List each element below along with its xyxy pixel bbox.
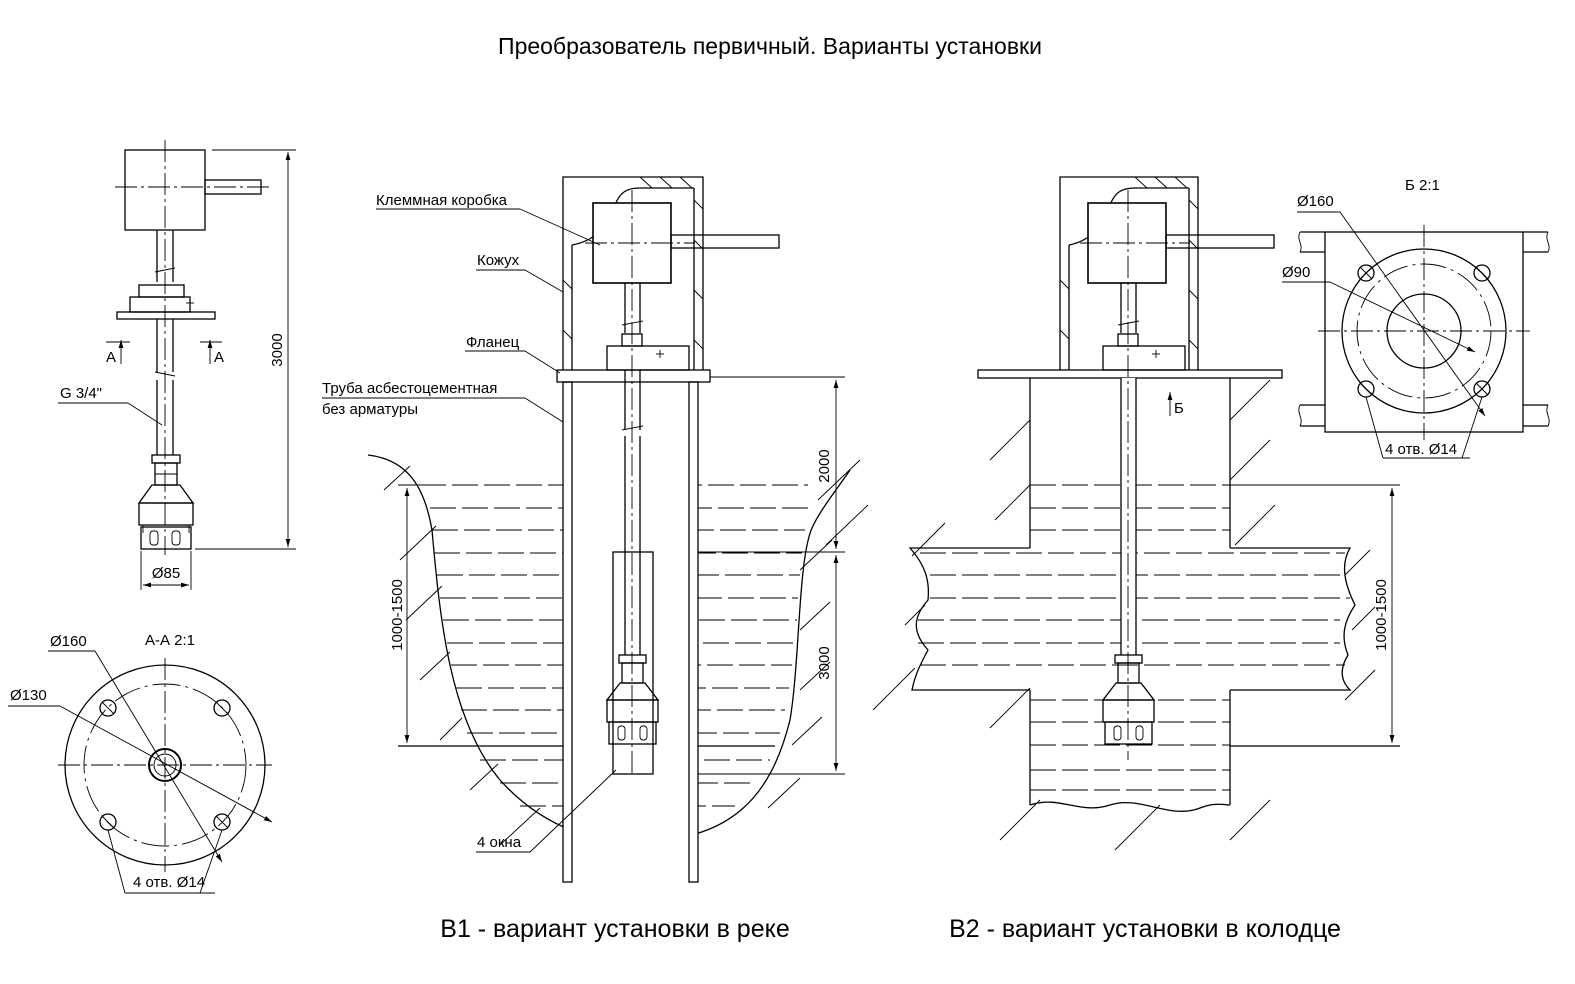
pipe-circle: [148, 748, 182, 782]
variant1-river-view: Клеммная коробка Кожух Фланец Труба асбе…: [322, 176, 869, 883]
section-aa-bolt-dim: Ø130: [10, 687, 47, 704]
v1-label-windows: 4 окна: [477, 834, 522, 851]
detail-b-right-beam: [1523, 231, 1548, 427]
detail-b-left-beam: [1300, 231, 1325, 427]
section-mark-left: А: [106, 349, 116, 366]
sensor-height-dim: 3000: [269, 333, 286, 366]
v1-depth-dim: 1000-1500: [389, 579, 406, 651]
v1-label-casing: Кожух: [477, 252, 520, 269]
v2-ground-hatching: [872, 379, 1376, 851]
v1-upper-dim: 2000: [816, 449, 833, 482]
detail-b-inner-dim: Ø90: [1282, 264, 1310, 281]
section-aa-title: А-А 2:1: [145, 632, 195, 649]
v1-label-terminal-box: Клеммная коробка: [376, 192, 508, 209]
detail-b-outer-dim: Ø160: [1297, 193, 1334, 210]
v1-casing-outer: [562, 176, 704, 370]
section-mark-right: А: [214, 349, 224, 366]
v2-depth-dim: 1000-1500: [1373, 579, 1390, 651]
detail-b-holes-label: 4 отв. Ø14: [1385, 441, 1457, 458]
v2-cover-plate: [977, 369, 1283, 379]
sensor-head-bottom: [140, 526, 192, 550]
variant1-caption: В1 - вариант установки в реке: [440, 915, 789, 943]
v1-label-pipe-line1: Труба асбестоцементная: [322, 380, 497, 397]
section-aa-view: А-А 2:1 Ø160 Ø130 4 отв. Ø14: [8, 632, 273, 894]
variant2-well-view: Б 1000-1500: [872, 176, 1400, 851]
v2-view-mark: Б: [1174, 400, 1184, 417]
v2-well-bottom: [1029, 801, 1231, 812]
detail-b-view: Б 2:1 Ø160 Ø90 4 отв. Ø14: [1282, 177, 1550, 459]
variant2-caption: В2 - вариант установки в колодце: [949, 915, 1341, 943]
v2-cable: [1165, 234, 1275, 249]
v1-lower-dim: 3000: [816, 646, 833, 679]
v2-horizontal-channel-left: [908, 547, 1030, 691]
thread-label: G 3/4": [60, 385, 102, 402]
v2-sensor-head: [1102, 699, 1155, 723]
v1-pipe-window: [612, 551, 654, 775]
v1-label-flange: Фланец: [466, 334, 520, 351]
section-aa-outer-dim: Ø160: [50, 633, 87, 650]
v1-flange-plate: [556, 369, 711, 383]
v2-horizontal-channel-right: [1230, 547, 1356, 691]
sensor-flange: [116, 311, 216, 320]
detail-b-title: Б 2:1: [1405, 177, 1440, 194]
v1-label-pipe-line2: без арматуры: [322, 401, 418, 418]
sensor-side-view: А А G 3/4" 3000 Ø85: [58, 140, 296, 590]
sensor-diameter-dim: Ø85: [152, 565, 180, 582]
page-title: Преобразователь первичный. Варианты уста…: [498, 33, 1042, 59]
v2-casing-outer: [1059, 176, 1199, 370]
section-aa-holes-label: 4 отв. Ø14: [133, 874, 205, 891]
sensor-cone: [137, 484, 195, 504]
detail-b-outer-circle: [1341, 248, 1507, 414]
v1-cable: [670, 234, 780, 249]
